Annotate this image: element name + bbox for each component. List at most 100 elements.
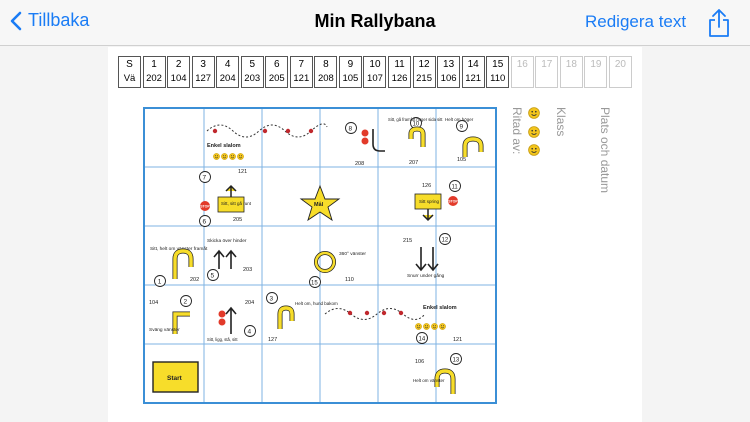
code-104: 104	[149, 300, 158, 306]
finish-star	[299, 184, 341, 222]
code-205: 205	[233, 217, 242, 223]
smiley-icon-3	[528, 144, 540, 156]
station-11-marker	[449, 180, 461, 192]
station-7-number: 7	[203, 175, 207, 182]
station-cell-code: 121	[293, 73, 310, 84]
station-12-marker	[439, 233, 451, 245]
station-cell-number: 4	[224, 59, 231, 70]
station-cell-code: 104	[170, 73, 187, 84]
label-finish: Mål	[314, 201, 324, 208]
label-start: Start	[167, 375, 183, 382]
station-6-number: 6	[203, 219, 207, 226]
station-cell-code: 208	[317, 73, 334, 84]
station-cell-number: 14	[467, 59, 479, 70]
stop-sign-11	[448, 196, 458, 206]
station-cell-number: 3	[200, 59, 206, 70]
start-sign	[152, 361, 199, 393]
station-cell-number: 20	[614, 59, 626, 70]
station-15-marker	[309, 276, 321, 288]
navigation-bar: Tillbaka Min Rallybana Redigera text	[0, 0, 750, 46]
code-208: 208	[355, 161, 364, 167]
label-slalom-bottom: Enkel slalom	[423, 305, 457, 311]
arrow-uturn-10	[409, 127, 425, 147]
arrow-uturn-9	[463, 137, 483, 157]
station-12-number: 12	[442, 238, 449, 244]
station-5-number: 5	[211, 273, 215, 280]
station-cell-code: 121	[465, 73, 482, 84]
station-14-marker	[416, 332, 428, 344]
station-1-number: 1	[158, 279, 162, 286]
station-cell-16[interactable]: 16	[510, 56, 534, 88]
station-cell-18[interactable]: 18	[559, 56, 583, 88]
station-cell-number: 19	[590, 59, 602, 70]
code-215: 215	[403, 238, 412, 244]
station-cell-code: 110	[490, 73, 506, 84]
slalom-path-top	[206, 123, 328, 138]
code-202: 202	[190, 277, 199, 283]
station-5-marker	[207, 269, 219, 281]
station-cell-17[interactable]: 17	[535, 56, 559, 88]
stop-dot-8b	[361, 137, 369, 145]
station-8-number: 8	[349, 126, 353, 133]
station-cell-code: 107	[367, 73, 383, 84]
label-halt-vanster: Helt om vänster	[413, 378, 445, 383]
back-label: Tillbaka	[28, 10, 90, 30]
code-204: 204	[245, 300, 254, 306]
stop-sign-6	[200, 201, 210, 211]
station-cell-number: 1	[151, 59, 157, 70]
station-cell-number: 11	[394, 59, 405, 70]
code-110: 110	[345, 277, 354, 283]
label-halt-hund: Helt om, hund bakom	[295, 301, 338, 306]
station-cell-code: 126	[391, 73, 408, 84]
code-127: 127	[268, 337, 277, 343]
station-13-number: 13	[453, 358, 460, 364]
edit-text-button[interactable]: Redigera text	[585, 12, 687, 31]
station-3-number: 3	[270, 296, 274, 303]
code-203: 203	[243, 267, 252, 273]
station-1-marker	[154, 275, 166, 287]
station-cell-20[interactable]: 20	[608, 56, 632, 88]
cone-markers-bottom	[347, 310, 404, 316]
station-2-number: 2	[184, 299, 188, 306]
station-cell-number: S	[126, 59, 133, 70]
smiley-row-bottom	[415, 323, 446, 330]
label-halt-hoger: Helt om höger	[445, 117, 474, 122]
station-cell-number: 18	[565, 59, 577, 70]
station-10-number: 10	[413, 122, 420, 128]
arrow-down-spring	[422, 209, 434, 222]
stop-dot-8a	[361, 129, 369, 137]
course-map-canvas: Enkel slalom 121 7 STOP Sitt, sitt gå ru…	[145, 109, 495, 402]
label-snurr: Snurr under gång	[407, 272, 445, 279]
station-13-marker	[450, 353, 462, 365]
back-button[interactable]: Tillbaka	[10, 10, 89, 31]
arrow-double-up-5	[213, 249, 237, 269]
arrow-framfot-8	[372, 129, 385, 152]
station-cell-number: 12	[418, 59, 430, 70]
station-9-marker	[456, 120, 468, 132]
station-14-number: 14	[419, 337, 426, 343]
station-cell-code: 105	[342, 73, 359, 84]
station-2-marker	[180, 295, 192, 307]
share-button[interactable]	[708, 8, 730, 43]
station-11-number: 11	[452, 185, 459, 191]
station-cell-19[interactable]: 19	[584, 56, 608, 88]
station-6-marker	[199, 215, 211, 227]
smiley-row-top	[213, 153, 244, 160]
plats-datum-label: Plats och datum	[598, 107, 612, 194]
